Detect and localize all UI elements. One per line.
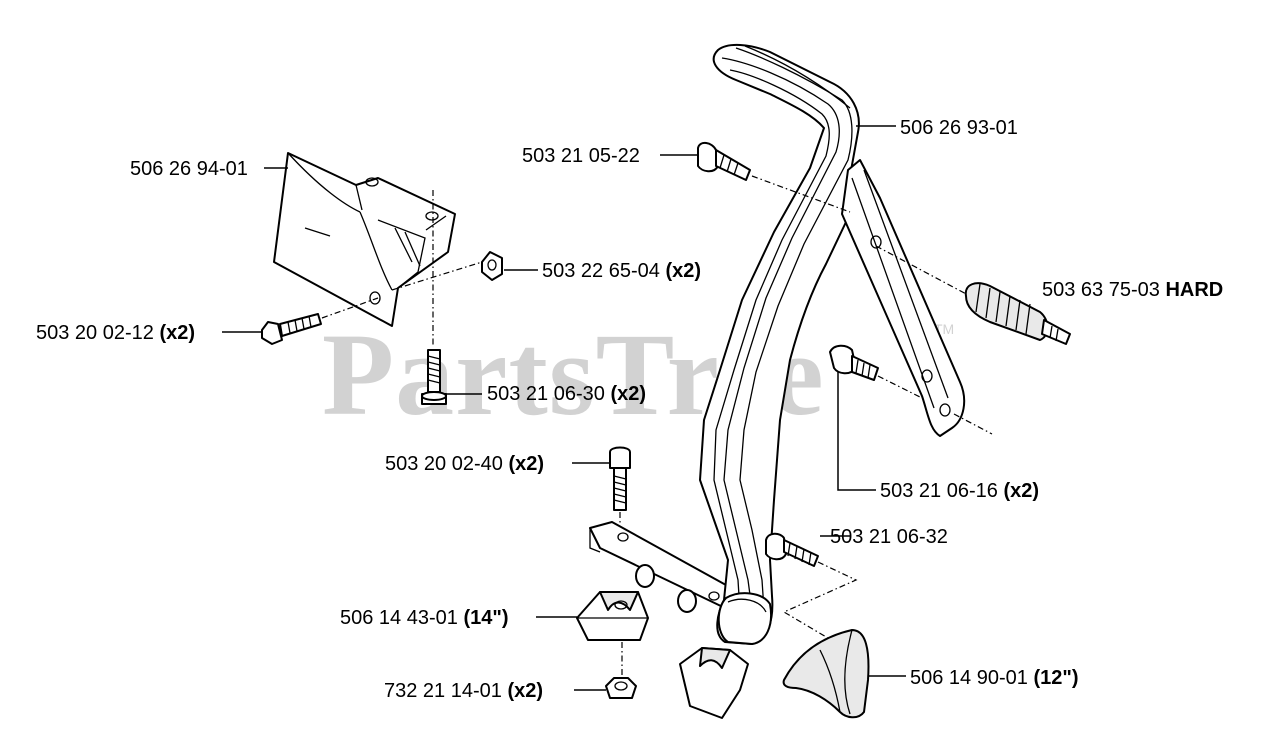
nut-732-21-14-01: [605, 677, 637, 699]
bolt-503-21-05-22: [697, 142, 751, 181]
leader-lines: [222, 125, 906, 691]
block-lower: [679, 647, 749, 719]
support-strut: [841, 159, 966, 437]
label-503-63-75-03: 503 63 75-03 HARD: [1042, 279, 1223, 301]
front-bracket: [273, 152, 456, 327]
nut-503-22-65-04: [481, 251, 503, 281]
bolt-503-20-02-40: [609, 446, 631, 511]
label-506-14-90-01: 506 14 90-01 (12"): [910, 667, 1079, 689]
label-506-14-43-01: 506 14 43-01 (14"): [340, 607, 509, 629]
label-503-21-06-16: 503 21 06-16 (x2): [880, 480, 1039, 502]
label-503-20-02-12: 503 20 02-12 (x2): [36, 322, 195, 344]
bolt-503-20-02-12: [261, 313, 322, 345]
label-503-21-06-32: 503 21 06-32: [830, 526, 948, 548]
block-506-14-43-01: [576, 591, 649, 641]
bolt-503-21-06-30: [421, 349, 447, 405]
guard-506-14-90-01: [782, 629, 870, 719]
bolt-503-21-06-16: [829, 344, 879, 381]
label-503-20-02-40: 503 20 02-40 (x2): [385, 453, 544, 475]
label-506-26-93-01: 506 26 93-01: [900, 117, 1018, 139]
label-503-21-06-30: 503 21 06-30 (x2): [487, 383, 646, 405]
bolt-503-21-06-32: [765, 532, 819, 567]
label-503-21-05-22: 503 21 05-22: [522, 145, 640, 167]
buffer-503-63-75-03: [964, 282, 1071, 345]
callout-labels: 506 26 94-01 503 22 65-04 (x2) 503 20 02…: [36, 117, 1223, 702]
label-732-21-14-01: 732 21 14-01 (x2): [384, 680, 543, 702]
label-506-26-94-01: 506 26 94-01: [130, 158, 248, 180]
handle-506-26-93-01: [699, 44, 860, 645]
label-503-22-65-04: 503 22 65-04 (x2): [542, 260, 701, 282]
